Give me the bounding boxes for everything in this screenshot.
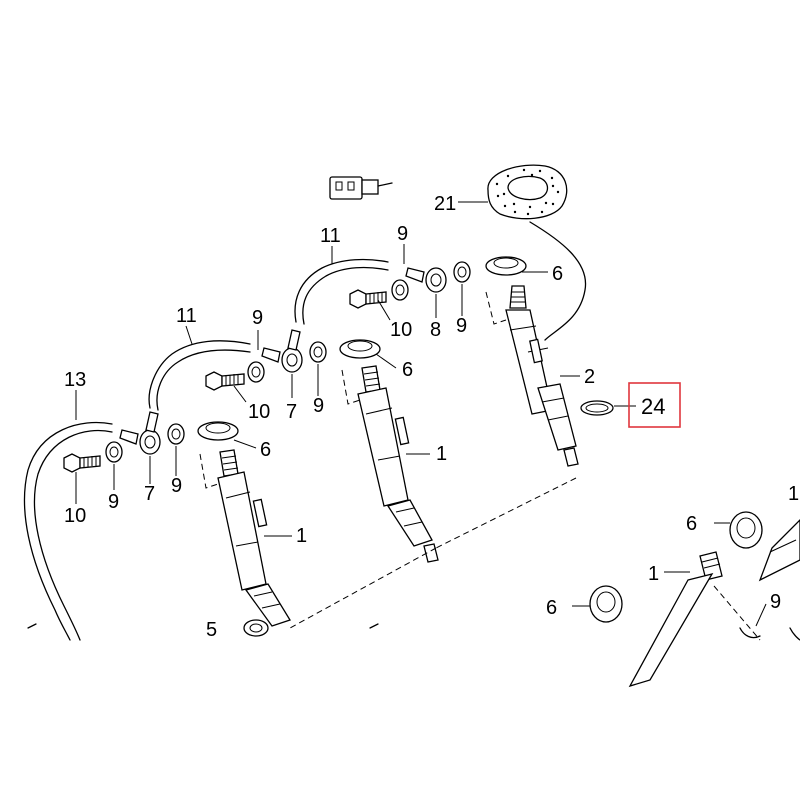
callout-9-g: 9 <box>770 591 781 613</box>
callout-9-b: 9 <box>456 315 467 337</box>
return-hose-13 <box>23 421 113 641</box>
callout-10-c: 10 <box>64 505 86 527</box>
lower-partial-parts <box>27 619 379 637</box>
callout-6-e: 6 <box>546 597 557 619</box>
callout-6-a: 6 <box>552 263 563 285</box>
callout-7-b: 7 <box>144 483 155 505</box>
callout-2: 2 <box>584 366 595 388</box>
callout-1-left: 1 <box>296 525 307 547</box>
sensor-ring-21 <box>487 164 587 341</box>
callout-10-a: 10 <box>390 319 412 341</box>
callout-8: 8 <box>430 319 441 341</box>
electrical-connector <box>329 176 393 200</box>
injector-assembly-middle <box>205 329 439 563</box>
callout-6-d: 6 <box>686 513 697 535</box>
callout-9-a: 9 <box>397 223 408 245</box>
callout-labels: 21 11 9 6 10 8 9 2 24 11 9 6 10 7 9 1 13… <box>64 193 799 641</box>
callout-24: 24 <box>641 394 665 419</box>
callout-6-b: 6 <box>402 359 413 381</box>
callout-9-c: 9 <box>252 307 263 329</box>
callout-1-right-bank: 1 <box>648 563 659 585</box>
callout-7-a: 7 <box>286 401 297 423</box>
return-hose-11-lower <box>148 340 251 411</box>
callout-9-d: 9 <box>313 395 324 417</box>
sealing-ring-24 <box>580 400 614 416</box>
callout-11-lower: 11 <box>176 305 197 327</box>
callout-9-e: 9 <box>108 491 119 513</box>
callout-1-edge: 1 <box>788 483 799 505</box>
callout-1-middle: 1 <box>436 443 447 465</box>
injector-assembly-right <box>349 256 579 467</box>
callout-9-f: 9 <box>171 475 182 497</box>
leader-lines <box>75 201 767 627</box>
callout-10-b: 10 <box>248 401 270 423</box>
injector-assembly-left <box>63 411 291 627</box>
callout-13: 13 <box>64 369 86 391</box>
second-bank-partial <box>589 511 800 688</box>
callout-21: 21 <box>434 193 456 215</box>
callout-24-highlight-box <box>628 382 681 428</box>
callout-11-upper: 11 <box>320 225 341 247</box>
callout-6-c: 6 <box>260 439 271 461</box>
assembly-guide-lines <box>199 291 577 629</box>
callout-5: 5 <box>206 619 217 641</box>
return-hose-11-upper <box>294 258 389 325</box>
